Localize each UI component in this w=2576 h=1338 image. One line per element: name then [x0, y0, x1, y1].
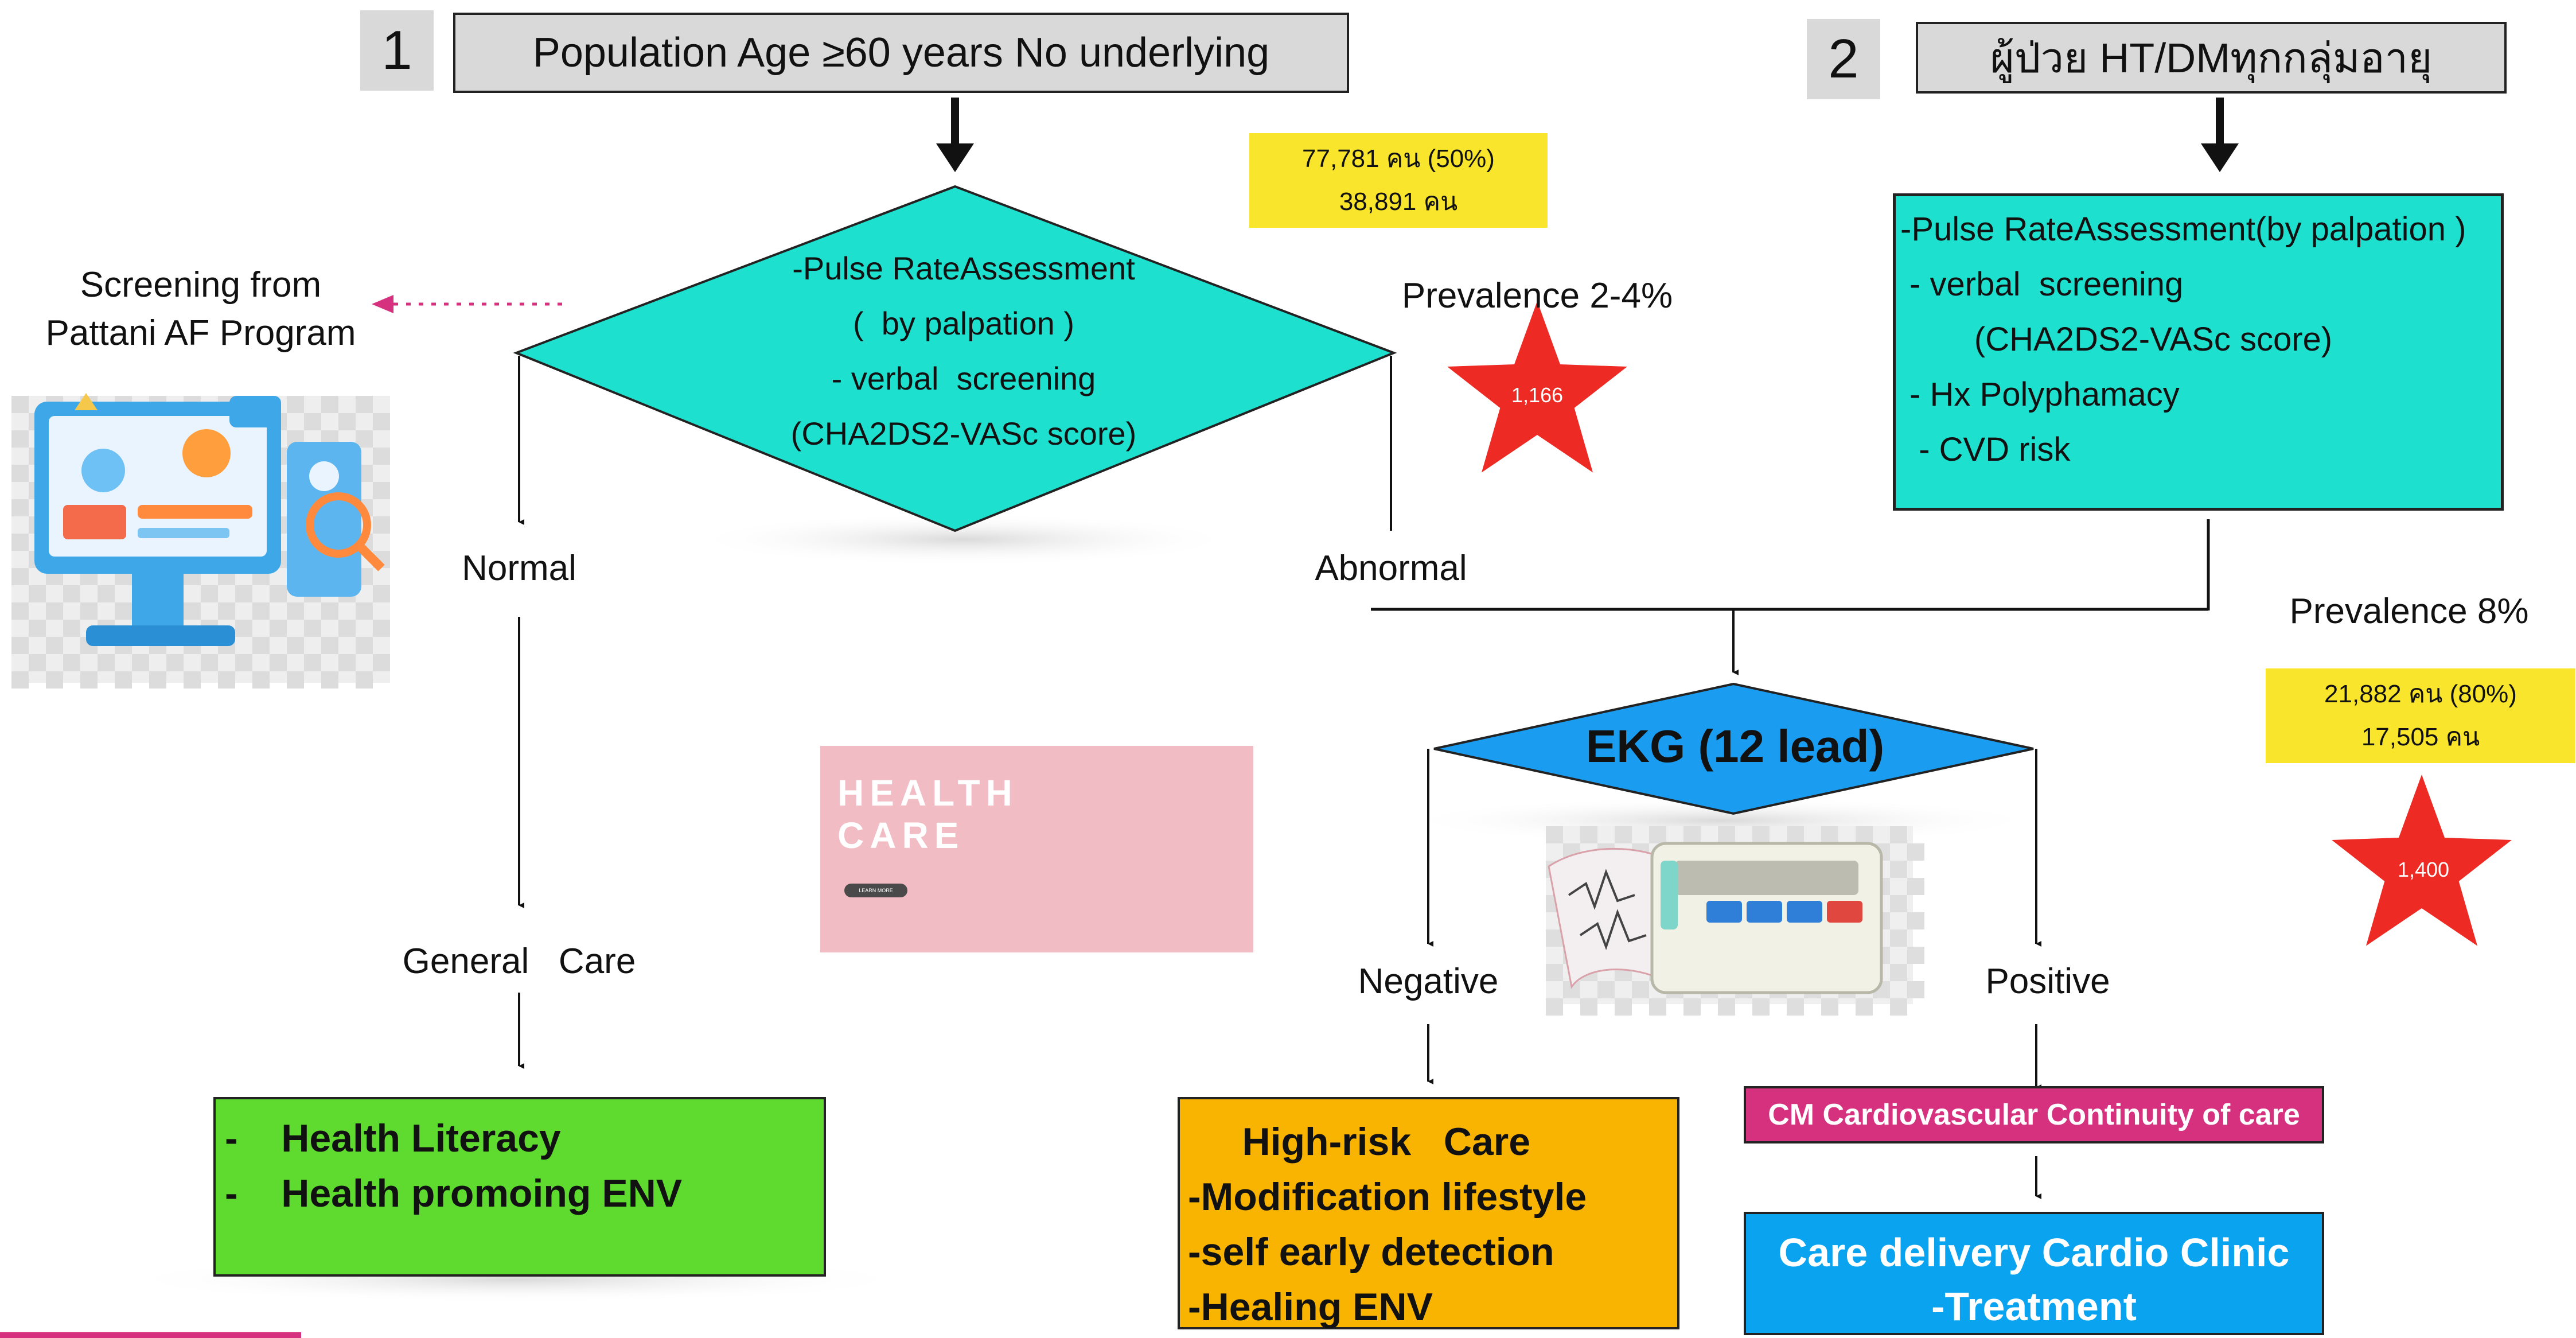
star-1166 — [1447, 301, 1627, 473]
target-count-2: 17,505 คน — [2361, 722, 2480, 751]
negative-label: Negative — [1358, 962, 1499, 1001]
positive-label: Positive — [1985, 962, 2110, 1001]
health-literacy-box: - Health Literacy - Health promoing ENV — [213, 1097, 826, 1277]
target-count-1: 38,891 คน — [1339, 187, 1458, 216]
ekg-diamond — [1433, 682, 2034, 815]
section-1-number: 1 — [360, 10, 434, 91]
cm-continuity-box: CM Cardiovascular Continuity of care — [1744, 1086, 2324, 1143]
section-2-title: ผู้ป่วย HT/DMทุกกลุ่มอายุ — [1916, 22, 2507, 94]
diamond-shadow — [688, 514, 1239, 565]
normal-label: Normal — [462, 549, 576, 588]
bottom-pink-bar — [0, 1332, 301, 1338]
health-care-title: HEALTH CARE — [837, 772, 1018, 856]
ekg-label: EKG (12 lead) — [1585, 721, 1885, 772]
arrow-title1-head — [936, 143, 974, 172]
high-risk-care-box: High-risk Care -Modification lifestyle -… — [1178, 1097, 1679, 1329]
prevalence-1: Prevalence 2-4% — [1401, 276, 1673, 316]
computer-illustration — [11, 393, 390, 689]
ekg-machine-illustration — [1546, 826, 1924, 1016]
dotted-arrow-head — [372, 295, 393, 313]
learn-more-button[interactable]: LEARN MORE — [844, 884, 907, 897]
assessment-box-2: -Pulse RateAssessment(by palpation ) - v… — [1893, 193, 2504, 511]
general-care-label: General Care — [402, 942, 636, 981]
cardio-clinic-box: Care delivery Cardio Clinic -Treatment — [1744, 1212, 2324, 1335]
prevalence-2: Prevalence 8% — [2289, 592, 2529, 631]
population-count-box-2: 21,882 คน (80%) 17,505 คน — [2266, 668, 2575, 763]
health-care-card: HEALTH CARE LEARN MORE — [820, 746, 1253, 952]
star-value-1: 1,166 — [1511, 383, 1564, 407]
screening-note: Screening from Pattani AF Program — [45, 265, 356, 353]
population-count-1: 77,781 คน (50%) — [1302, 144, 1495, 173]
star-value-2: 1,400 — [2397, 858, 2450, 881]
section-2-number: 2 — [1807, 19, 1880, 99]
assessment-diamond-text: -Pulse RateAssessment ( by palpation ) -… — [790, 250, 1137, 452]
abnormal-label: Abnormal — [1315, 549, 1467, 588]
assessment-diamond — [513, 185, 1397, 532]
population-count-box-1: 77,781 คน (50%) 38,891 คน — [1249, 133, 1548, 228]
star-1400 — [2332, 775, 2512, 946]
population-count-2: 21,882 คน (80%) — [2324, 679, 2517, 708]
arrow-title2-head — [2201, 143, 2239, 172]
section-1-title: Population Age ≥60 years No underlying — [453, 13, 1349, 93]
